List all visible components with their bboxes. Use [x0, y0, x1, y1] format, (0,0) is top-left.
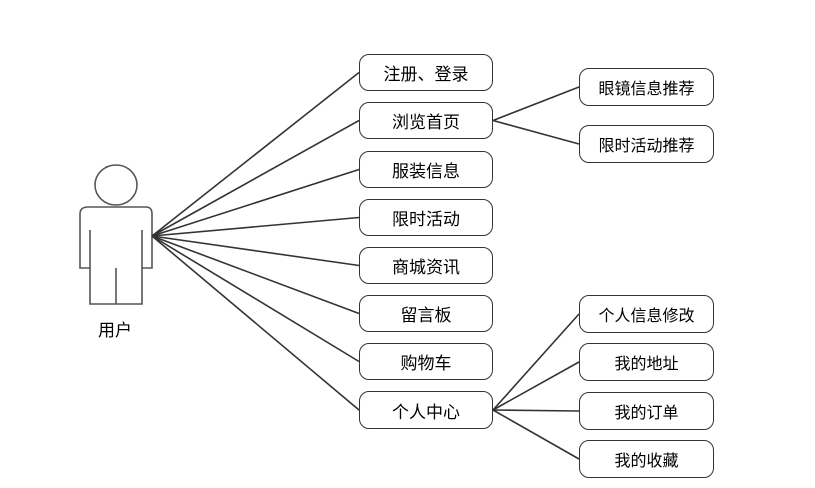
function-clothing-info: 服装信息 [359, 151, 493, 188]
branch-connector [492, 313, 580, 411]
branch-connector [492, 86, 580, 122]
function-personal-center: 个人中心 [359, 391, 493, 429]
actor-connector [151, 235, 360, 267]
person-icon [79, 164, 153, 305]
branch-connector [492, 119, 580, 145]
actor-connector [151, 235, 360, 411]
branch-connector [492, 409, 580, 460]
subfunction-activity-recommend: 限时活动推荐 [579, 125, 714, 163]
actor-label: 用户 [98, 321, 132, 341]
actor-connector [151, 235, 360, 363]
actor-connector [151, 119, 360, 237]
subfunction-edit-profile: 个人信息修改 [579, 295, 714, 333]
function-limited-activity: 限时活动 [359, 199, 493, 236]
subfunction-my-orders: 我的订单 [579, 392, 714, 430]
actor-connector [151, 168, 360, 237]
subfunction-my-address: 我的地址 [579, 343, 714, 381]
branch-connector [492, 409, 580, 412]
actor-connector [151, 71, 360, 237]
subfunction-my-favorites: 我的收藏 [579, 440, 714, 478]
function-mall-news: 商城资讯 [359, 247, 493, 284]
subfunction-glasses-recommend: 眼镜信息推荐 [579, 68, 714, 106]
actor-connector [151, 235, 360, 315]
actor-connector [151, 216, 360, 237]
function-register-login: 注册、登录 [359, 54, 493, 91]
branch-connector [492, 361, 580, 411]
function-message-board: 留言板 [359, 295, 493, 332]
function-shopping-cart: 购物车 [359, 343, 493, 380]
function-browse-home: 浏览首页 [359, 102, 493, 139]
